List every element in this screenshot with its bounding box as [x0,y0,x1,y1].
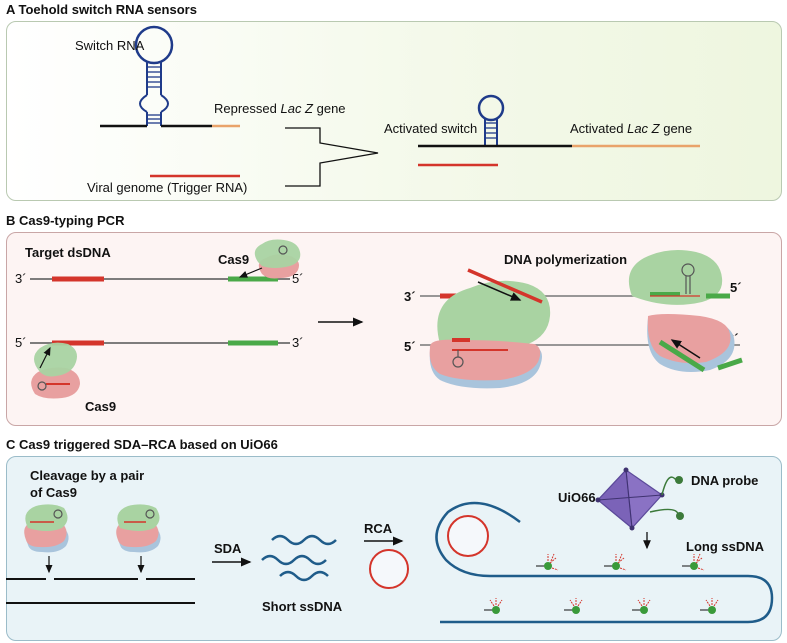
panel-a-title: A Toehold switch RNA sensors [6,2,197,17]
green-primer-extension-a [658,339,706,373]
green-primer-extension-b [717,357,743,371]
cas9-bottom-label: Cas9 [85,399,116,414]
red-primer-extension [467,268,543,304]
polymerization-arrow-right [670,339,701,359]
cas9-top-protein [254,239,301,279]
target-dsdna-label: Target dsDNA [25,245,111,260]
strand1-3prime-label: 3´ [15,271,27,286]
circular-template [369,549,409,589]
viral-genome-label: Viral genome (Trigger RNA) [87,180,247,195]
dna-probe-arm-2 [649,508,679,515]
activated-gene-label: Activated Lac Z gene [570,121,692,136]
uio66-octahedron [595,467,665,531]
right-strand2-5prime: 5´ [404,339,416,354]
panel-c-box [6,456,782,641]
switch-rna-label: Switch RNA [75,38,145,53]
panel-c-title: C Cas9 triggered SDA–RCA based on UiO66 [6,437,278,452]
short-ssdna-label: Short ssDNA [262,599,343,614]
strand2-5prime-label: 5´ [15,335,27,350]
combination-bracket [285,127,379,187]
bound-probes-top [536,553,705,571]
bound-probes-bottom [484,598,719,614]
dna-polymerization-label: DNA polymerization [504,252,627,267]
rca-label: RCA [364,521,393,536]
cas9-top-arrow [238,267,263,278]
cleavage-label-line2: of Cas9 [30,485,77,500]
long-ssdna-label: Long ssDNA [686,539,765,554]
activated-switch-label: Activated switch [384,121,477,136]
dna-probe-bead-1 [675,476,683,484]
cleavage-label-line1: Cleavage by a pair [30,468,144,483]
cas9-pair-left [24,504,69,553]
panel-a-box [6,21,782,201]
dna-probe-label: DNA probe [691,473,758,488]
strand2-3prime-label: 3´ [292,335,304,350]
activated-hairpin [477,94,505,146]
dna-probe-arm-1 [661,476,677,496]
cas9-top-label: Cas9 [218,252,249,267]
cas9-left-complex [429,280,551,389]
cas9-right-complex [628,250,735,372]
cleaved-dsdna [6,578,195,604]
cas9-bottom-arrow [39,346,51,369]
cas9-bottom-protein [31,342,80,399]
rca-template-circle [447,515,489,557]
short-ssdna-strands [261,534,337,582]
right-strand1-5prime: 5´ [730,280,742,295]
sda-label: SDA [214,541,242,556]
dna-probe-bead-2 [676,512,684,520]
cas9-pair-right [116,504,161,553]
panel-b-title: B Cas9-typing PCR [6,213,125,228]
uio66-label: UiO66 [558,490,596,505]
polymerization-arrow-left [477,281,522,301]
switch-rna-hairpin [134,25,174,126]
right-strand1-3prime: 3´ [404,289,416,304]
repressed-gene-label: Repressed Lac Z gene [214,101,346,116]
long-ssdna-strand [435,501,774,624]
strand1-5prime-label: 5´ [292,271,304,286]
